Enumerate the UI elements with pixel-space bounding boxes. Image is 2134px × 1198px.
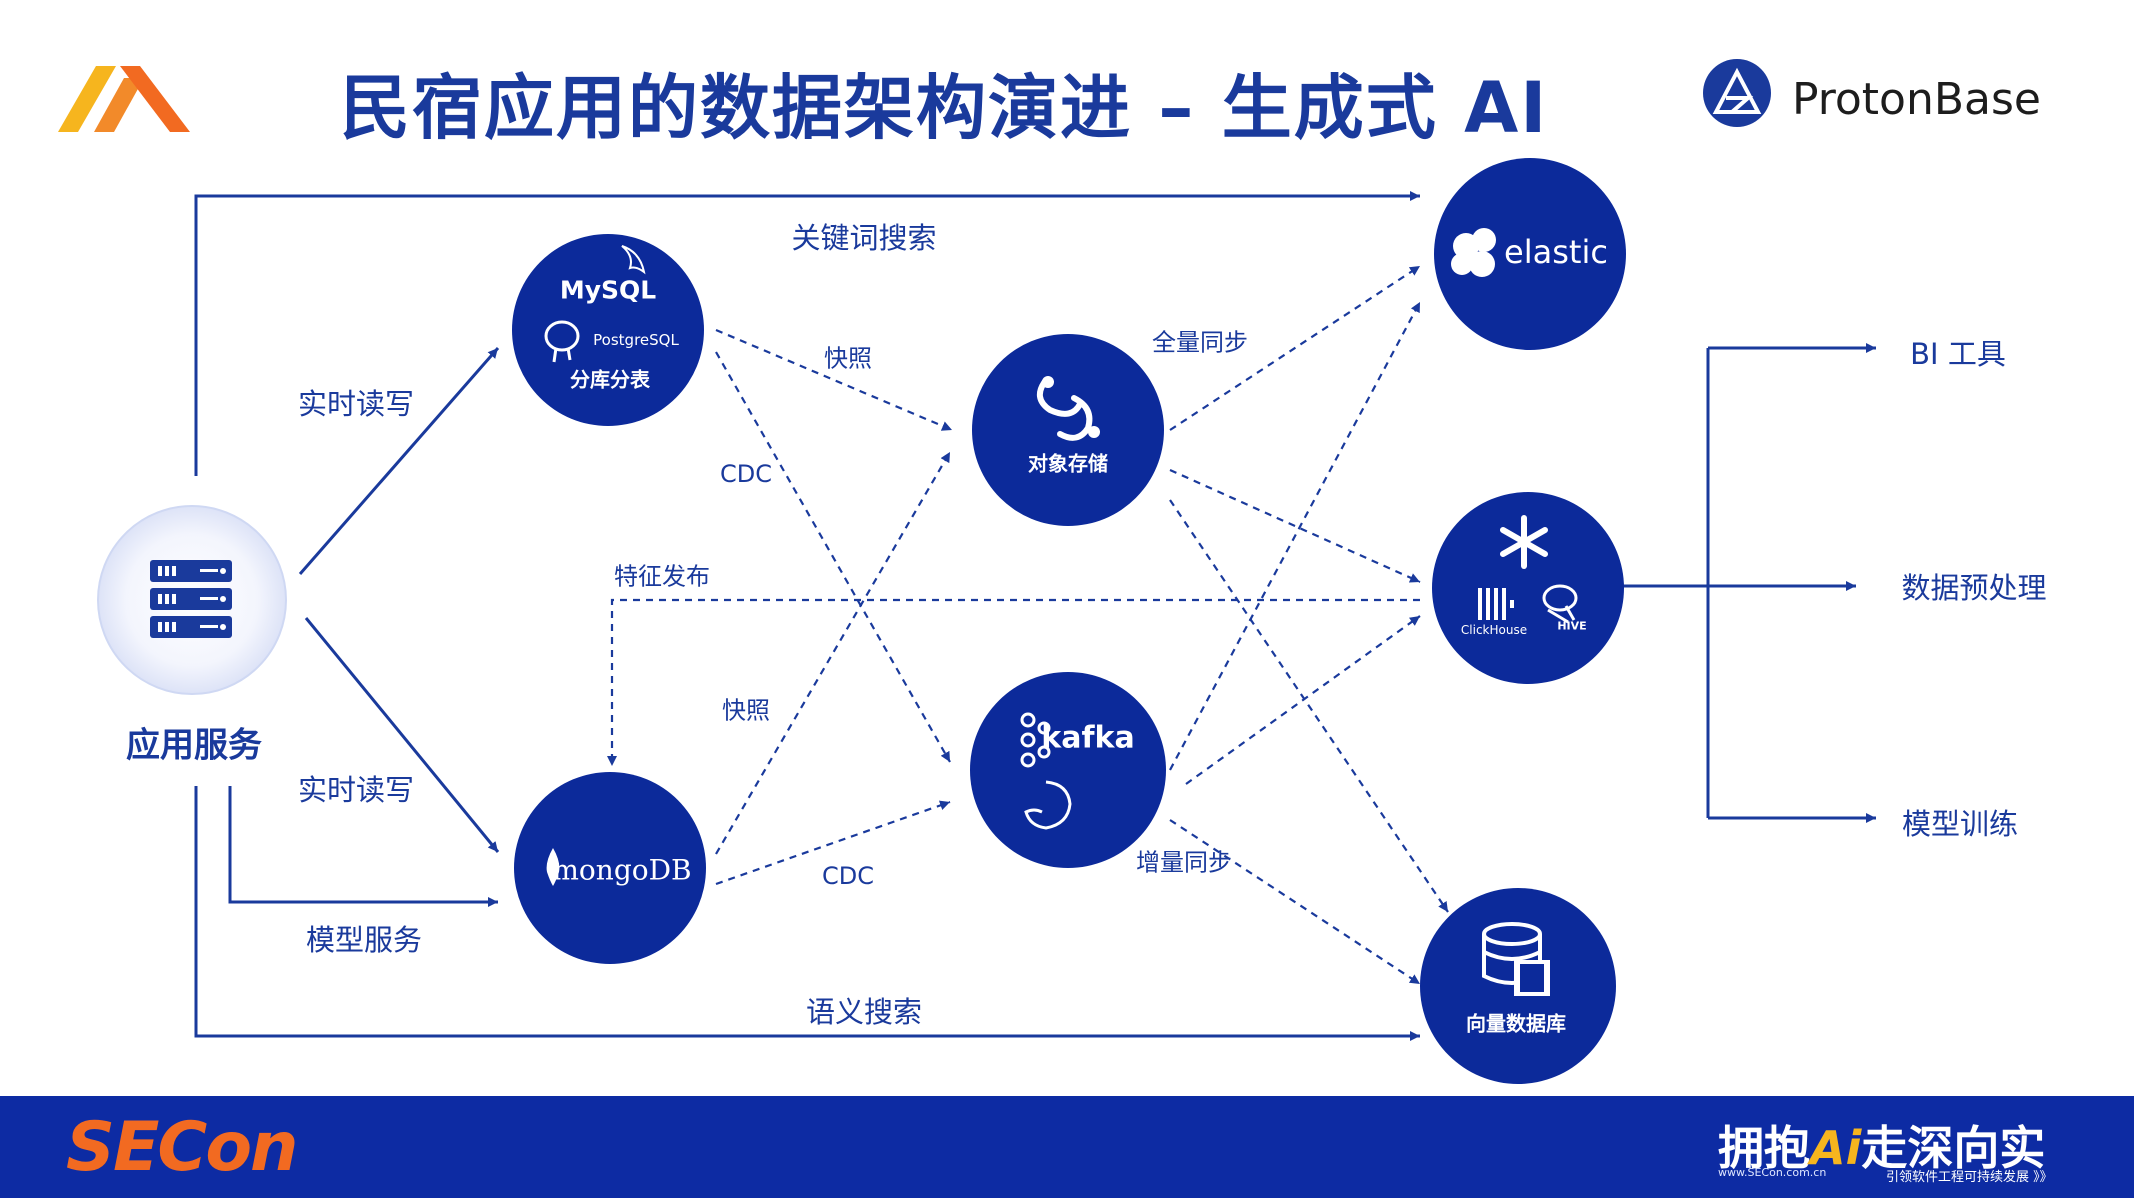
rdb-caption: 分库分表: [570, 367, 650, 392]
hive-bee-icon: [1542, 584, 1578, 624]
elastic-logo-text: elastic: [1504, 233, 1608, 271]
secon-logo-text: SECon: [66, 1108, 298, 1187]
output-data-preprocess: 数据预处理: [1901, 571, 2047, 605]
edge-mongo-cdc: [715, 800, 951, 886]
footer-site: www.SECon.com.cn: [1718, 1166, 1827, 1179]
postgres-elephant-icon: [544, 320, 580, 363]
server-icon: [150, 560, 232, 638]
object-storage-node: [972, 334, 1164, 526]
edge-obj-to-vector: [1169, 499, 1449, 913]
footer-slogan: 拥抱Ai走深向实: [1718, 1112, 2045, 1178]
edge-obj-to-olap: [1169, 468, 1421, 584]
edge-mongo-snapshot: [715, 451, 951, 855]
label-snapshot-top: 快照: [824, 344, 872, 373]
edge-rdb-cdc: [715, 351, 951, 763]
edge-model-service: [228, 786, 498, 907]
label-realtime-rw-top: 实时读写: [297, 387, 415, 421]
label-incremental-sync: 增量同步: [1136, 848, 1232, 877]
object-storage-label: 对象存储: [1028, 451, 1108, 476]
page-title: 民宿应用的数据架构演进 – 生成式 AI: [340, 67, 1549, 149]
label-cdc-bottom: CDC: [822, 862, 874, 890]
kafka-logo-text: kafka: [1041, 720, 1135, 756]
hive-logo-text: HIVE: [1557, 619, 1587, 633]
slogan-part-b: 走深向实: [1861, 1121, 2046, 1175]
rdb-node: [512, 234, 704, 426]
edge-kafka-to-olap: [1185, 615, 1421, 785]
postgresql-logo-text: PostgreSQL: [593, 331, 679, 349]
edge-keyword-search: [194, 191, 1420, 476]
snowflake-icon: [1500, 515, 1548, 569]
kafka-logo-icon: [1020, 712, 1051, 768]
edge-rdb-snapshot: [715, 328, 953, 432]
edge-app-to-rdb: [298, 347, 500, 575]
brand-name: ProtonBase: [1792, 74, 2042, 125]
slogan-part-a: 拥抱: [1718, 1121, 1810, 1175]
edge-semantic-search: [194, 786, 1420, 1041]
mongodb-node: [514, 772, 706, 964]
label-semantic-search: 语义搜索: [805, 995, 923, 1029]
footer-tagline: 引领软件工程可持续发展 》》: [1886, 1170, 2053, 1185]
output-bi-tools: BI 工具: [1910, 337, 2006, 371]
kafka-node: [970, 672, 1166, 868]
vector-db-label: 向量数据库: [1466, 1011, 1566, 1036]
mongodb-logo-text: mongoDB: [552, 853, 692, 887]
output-model-training: 模型训练: [1901, 807, 2019, 841]
footer-banner: [0, 1096, 2134, 1198]
dolphin-icon: [621, 245, 646, 275]
label-snapshot-bottom: 快照: [722, 696, 770, 725]
mysql-logo-text: MySQL: [559, 275, 657, 305]
label-full-sync: 全量同步: [1152, 328, 1248, 357]
clickhouse-icon: [1478, 588, 1514, 620]
edge-app-to-mongo: [304, 617, 500, 853]
edge-kafka-to-vector: [1169, 819, 1421, 985]
label-model-service: 模型服务: [305, 923, 423, 957]
protonbase-logo-icon: [1703, 59, 1771, 127]
elastic-node: [1434, 158, 1626, 350]
label-cdc-left: CDC: [720, 460, 772, 488]
app-service-label: 应用服务: [126, 725, 262, 766]
label-realtime-rw-bottom: 实时读写: [297, 773, 415, 807]
clickhouse-logo-text: ClickHouse: [1460, 623, 1528, 637]
label-feature-publish: 特征发布: [614, 562, 710, 591]
olap-node: [1432, 492, 1624, 684]
object-storage-icon: [1037, 376, 1100, 441]
label-keyword-search: 关键词搜索: [791, 221, 937, 255]
mongodb-leaf-icon: [546, 848, 560, 886]
flink-squirrel-icon: [1024, 780, 1072, 830]
slogan-ai: Ai: [1810, 1121, 1862, 1175]
edge-feature-publish: [607, 598, 1420, 766]
edge-obj-to-elastic: [1169, 265, 1421, 431]
conference-logo-icon: [58, 66, 190, 132]
elastic-logo-icon: [1451, 228, 1496, 277]
vector-db-icon: [1482, 922, 1550, 996]
edge-kafka-to-elastic: [1169, 301, 1421, 771]
